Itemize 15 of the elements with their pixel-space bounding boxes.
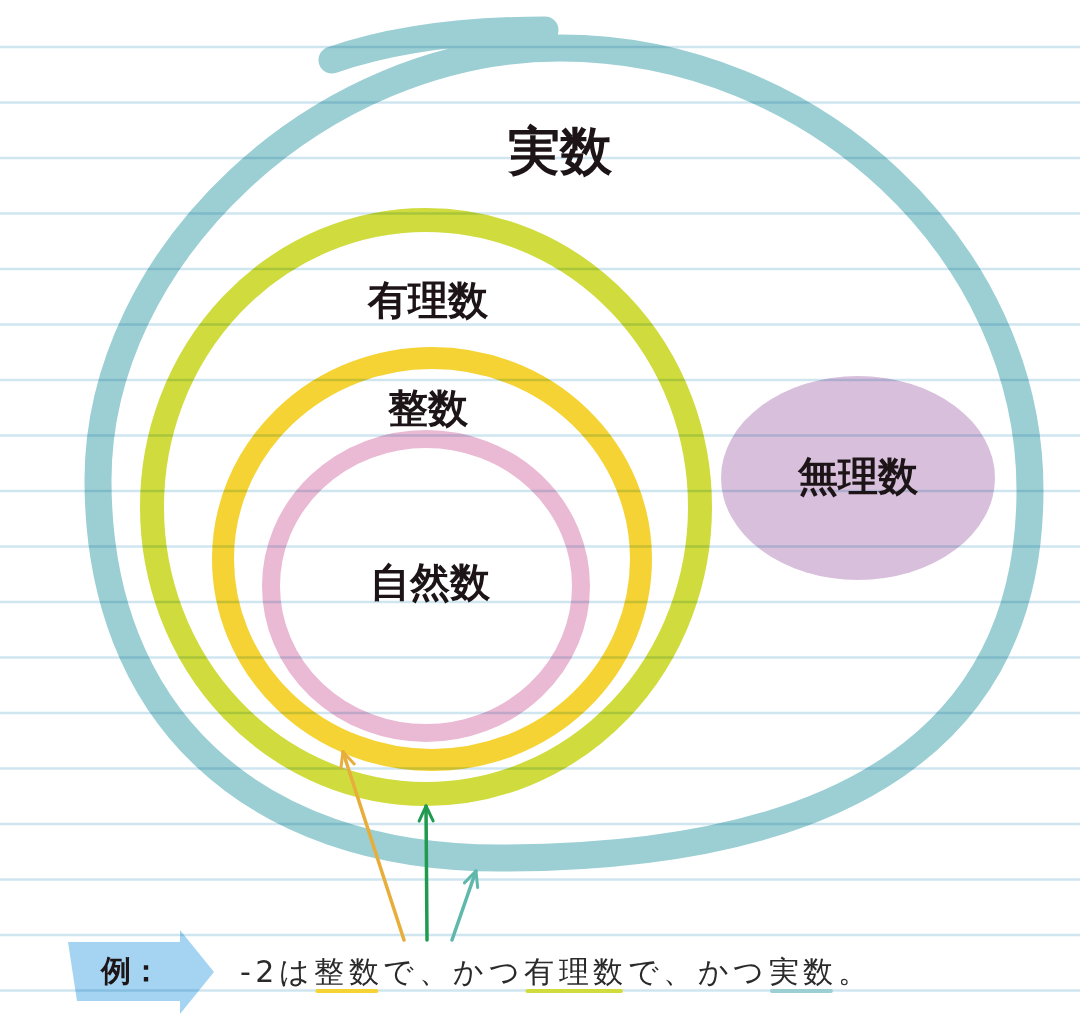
set-label: 整数 <box>388 385 468 431</box>
arrow <box>417 804 435 942</box>
arrow-tag <box>68 930 214 1014</box>
set-ring <box>212 347 652 771</box>
set-ellipse <box>721 376 995 580</box>
set-label: 自然数 <box>370 559 490 605</box>
example-sentence: -2は整数で、かつ有理数で、かつ実数。 <box>240 940 873 1004</box>
set-label: 実数 <box>508 122 612 182</box>
set-ring <box>262 430 590 742</box>
example-label: 例： <box>101 953 161 989</box>
set-label: 無理数 <box>798 453 918 499</box>
arrow <box>450 869 480 942</box>
arrow <box>339 750 406 942</box>
set-ring <box>140 208 712 806</box>
set-label: 有理数 <box>368 277 488 323</box>
